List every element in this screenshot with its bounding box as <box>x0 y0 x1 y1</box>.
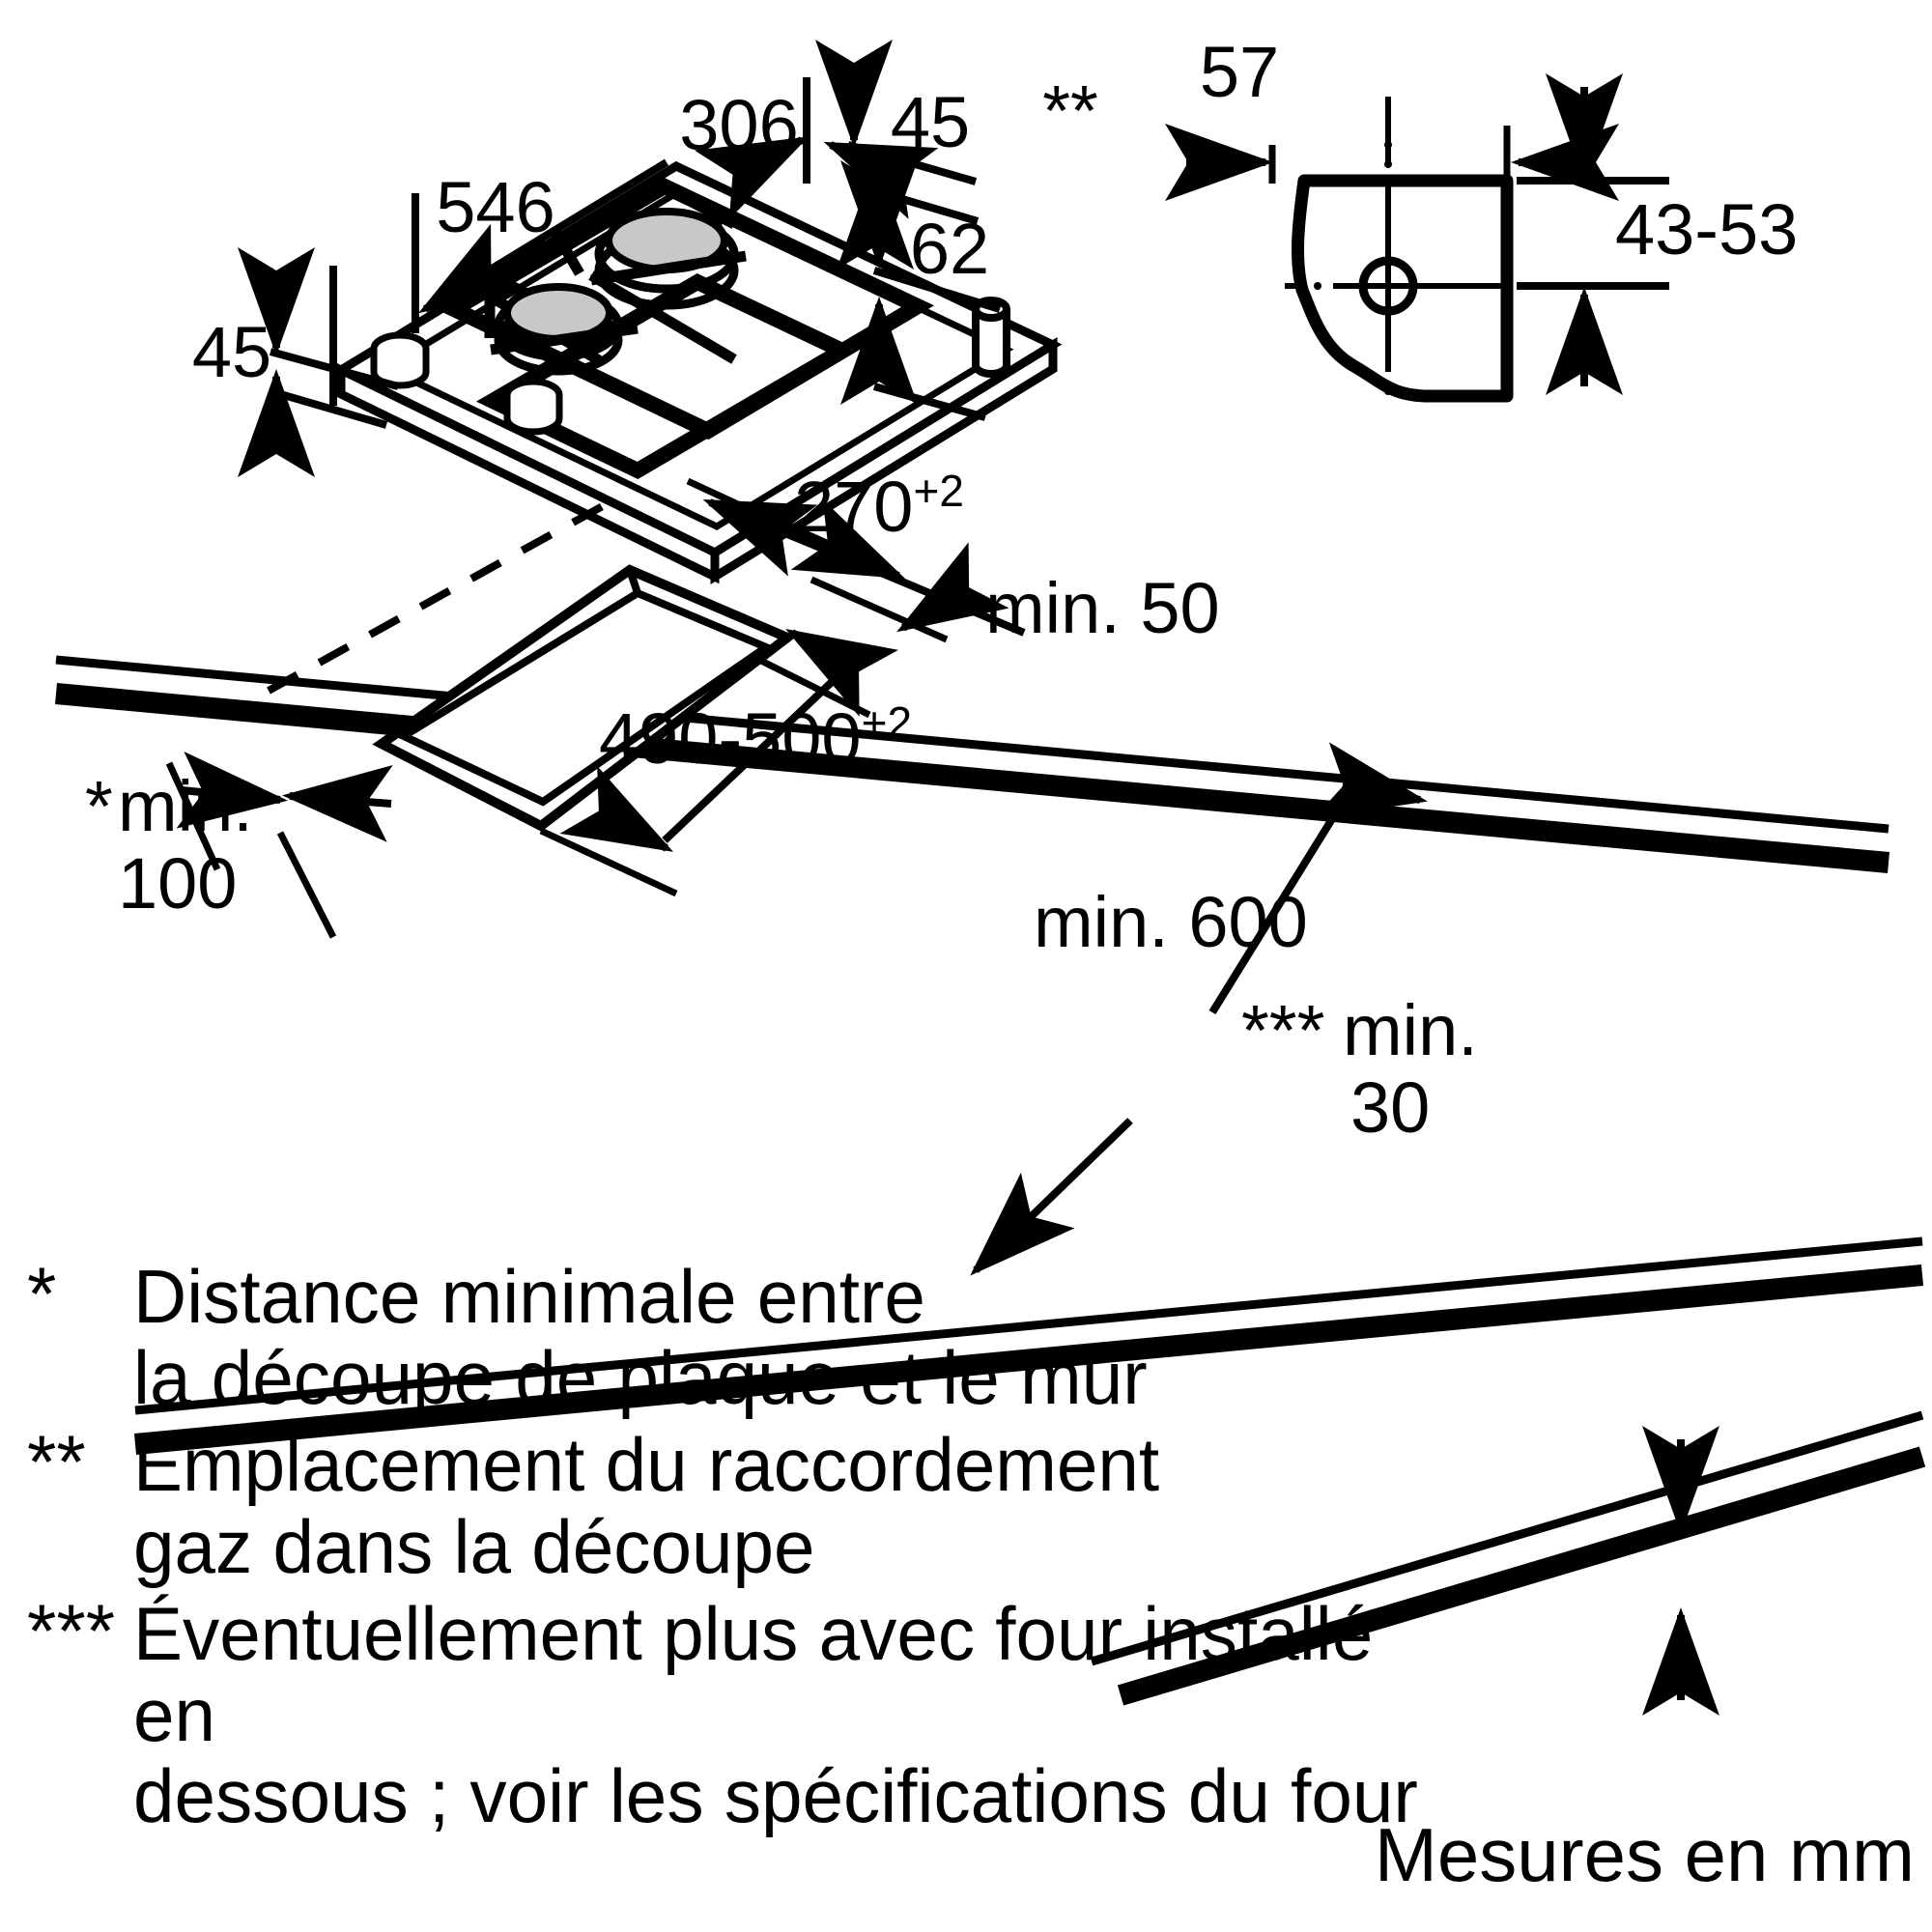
dim-min600-arrow-down <box>970 1118 1133 1276</box>
dim-490-arrow-up <box>785 628 898 717</box>
footnote-text: Emplacement du raccordement gaz dans la … <box>133 1422 1160 1589</box>
dim-62-ext1 <box>872 267 1002 313</box>
projection-dashed-line <box>267 494 620 695</box>
dim-label-min-600: min. 600 <box>1034 882 1308 962</box>
worktop-drawing <box>54 494 1926 1706</box>
dim-490-line <box>662 662 853 843</box>
centerline-dot-bottom <box>1384 387 1392 395</box>
footnote-line: la découpe de plaque et le mur <box>133 1335 1148 1421</box>
dim-min600-line-upper <box>1208 799 1347 1015</box>
grate-bar-2 <box>551 229 584 276</box>
dim-label-min-30-line1: min. <box>1343 990 1478 1070</box>
footnote-line: Distance minimale entre <box>133 1254 925 1339</box>
worktop-lower-edge-thin <box>134 1236 1923 1415</box>
gas-pipe-stub <box>972 297 1010 378</box>
worktop-cutout-outline <box>372 564 797 832</box>
footnote-marker: *** <box>27 1587 116 1673</box>
control-knob-1 <box>370 331 430 389</box>
worktop-front-edge <box>54 683 1890 873</box>
dim-490-ext-top <box>752 653 871 719</box>
dim-490-ext-bottom <box>539 827 678 897</box>
footnote-row: ** Emplacement du raccordement gaz dans … <box>27 1419 1476 1589</box>
worktop-lower-edge-thick <box>133 1264 1924 1455</box>
dim-label-min-30-line2: 30 <box>1350 1067 1430 1148</box>
footnote-text: Distance minimale entre la découpe de pl… <box>133 1254 1148 1421</box>
dim-306-arrow-left <box>695 136 810 220</box>
dim-label-min-100-marker: * <box>85 766 113 846</box>
dim-62-ext2 <box>872 383 987 421</box>
dim-label-546: 546 <box>436 167 554 247</box>
cutout-corner-tick <box>626 568 641 595</box>
footnote-line: dessous ; voir les spécifications du fou… <box>133 1753 1418 1839</box>
dim-min100-arrow-left <box>282 765 393 842</box>
dim-45-left-ext2 <box>269 387 388 429</box>
footnote-row: * Distance minimale entre la découpe de … <box>27 1251 1476 1421</box>
dim-label-min-30-marker: *** <box>1241 990 1324 1070</box>
dim-min50-arrow <box>896 542 1009 633</box>
footnote-line: Éventuellement plus avec four installé e… <box>133 1590 1374 1758</box>
centerline-dot-left <box>1314 282 1321 290</box>
footnote-line: Emplacement du raccordement <box>133 1422 1160 1508</box>
dim-min600-arrow-up <box>1314 742 1428 818</box>
dim-label-43-53: 43-53 <box>1615 189 1798 270</box>
dim-label-62: 62 <box>910 209 989 289</box>
dim-label-45-top: 45 <box>891 82 970 162</box>
hob-dimension-lines <box>238 40 1002 477</box>
control-knob-2 <box>503 378 563 436</box>
dim-label-45-left: 45 <box>192 312 271 392</box>
dim-min100-ext-2 <box>276 831 337 939</box>
footnote-line: gaz dans la découpe <box>133 1503 815 1589</box>
worktop-cutout-inner <box>395 588 775 807</box>
burner-rear-grate-bar <box>590 250 747 286</box>
footnote-text: Éventuellement plus avec four installé e… <box>133 1593 1449 1837</box>
dim-min100-arrow-right <box>176 752 288 829</box>
burner-front-grate-bar <box>490 323 639 355</box>
worktop-dimension-lines <box>165 477 1719 1716</box>
profile-marker-asterisks: ** <box>1042 71 1098 151</box>
units-label: Mesures en mm <box>1374 1812 1915 1897</box>
dim-546-arrow <box>418 158 669 314</box>
dim-label-490-500: 490-500+2 <box>599 697 912 779</box>
dim-label-min-100-line1: min. <box>118 766 253 846</box>
footnote-row: *** Éventuellement plus avec four instal… <box>27 1593 1476 1837</box>
dim-label-57: 57 <box>1200 32 1279 112</box>
footnote-marker: * <box>27 1251 57 1336</box>
dim-label-306: 306 <box>679 85 798 165</box>
footnote-marker: ** <box>27 1419 86 1505</box>
worktop-bottom-thick <box>1117 1446 1926 1706</box>
worktop-bottom-thin <box>1090 1410 1924 1666</box>
footnotes-block: * Distance minimale entre la découpe de … <box>27 1256 1476 1837</box>
pan-support-rear <box>437 177 935 440</box>
dim-270-arrow-downright <box>761 498 906 580</box>
burner-rear <box>590 208 747 310</box>
gas-connection-profile-drawing <box>1165 73 1669 403</box>
dim-label-270: 270+2 <box>794 466 964 547</box>
worktop-back-edge <box>55 655 1889 834</box>
dim-label-min-100-line2: 100 <box>118 843 237 923</box>
dim-490-arrow-down <box>559 765 674 852</box>
dim-label-min-50: min. 50 <box>985 568 1220 648</box>
dim-min100-ext-1 <box>165 761 221 871</box>
